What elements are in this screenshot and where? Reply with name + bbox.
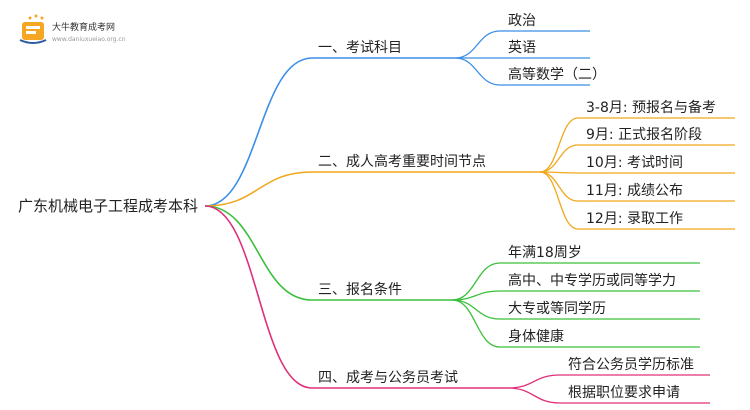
subtopic-connector bbox=[539, 117, 579, 173]
branch-connector bbox=[204, 57, 313, 207]
branch-topic: 一、考试科目 bbox=[318, 40, 402, 56]
subtopic-connector bbox=[454, 57, 501, 86]
branch-connectors bbox=[204, 30, 735, 404]
subtopic: 10月: 考试时间 bbox=[586, 155, 683, 171]
subtopic: 根据职位要求申请 bbox=[568, 385, 680, 401]
subtopic: 英语 bbox=[508, 39, 536, 56]
subtopic-connector bbox=[451, 299, 501, 348]
subtopic-connector bbox=[454, 30, 501, 59]
branch-topic: 三、报名条件 bbox=[318, 281, 402, 298]
subtopic: 身体健康 bbox=[508, 328, 564, 345]
branch-connector bbox=[204, 205, 313, 389]
branch-topic: 四、成考与公务员考试 bbox=[318, 370, 458, 386]
subtopic-connector bbox=[451, 299, 501, 320]
subtopic-connector bbox=[539, 144, 579, 173]
subtopic-connector bbox=[507, 374, 561, 389]
subtopic: 高中、中专学历或同等学力 bbox=[508, 272, 676, 289]
subtopic: 政治 bbox=[508, 13, 536, 29]
subtopic-connector bbox=[507, 387, 561, 404]
branch-topic: 二、成人高考重要时间节点 bbox=[318, 153, 486, 170]
subtopic: 高等数学（二） bbox=[508, 66, 606, 83]
branch-connector bbox=[204, 171, 313, 207]
subtopic: 9月: 正式报名阶段 bbox=[586, 127, 702, 143]
logo-icon bbox=[19, 14, 47, 44]
subtopic: 大专或等同学历 bbox=[508, 300, 606, 317]
logo-name: 大牛教育成考网 bbox=[52, 21, 115, 33]
subtopic-connector bbox=[451, 262, 501, 301]
root-topic: 广东机械电子工程成考本科 bbox=[18, 197, 198, 215]
subtopic: 11月: 成绩公布 bbox=[586, 183, 683, 199]
site-logo[interactable]: 大牛教育成考网 www.daniuxueiao.org.cn bbox=[19, 14, 126, 44]
subtopic: 12月: 录取工作 bbox=[586, 211, 683, 227]
branch-connector bbox=[204, 205, 313, 301]
subtopic: 3-8月: 预报名与备考 bbox=[586, 99, 716, 116]
logo-url: www.daniuxueiao.org.cn bbox=[52, 36, 126, 43]
subtopic: 符合公务员学历标准 bbox=[568, 357, 694, 373]
subtopic: 年满18周岁 bbox=[508, 245, 582, 261]
subtopic-connector bbox=[539, 171, 579, 230]
subtopic-connector bbox=[539, 171, 579, 202]
